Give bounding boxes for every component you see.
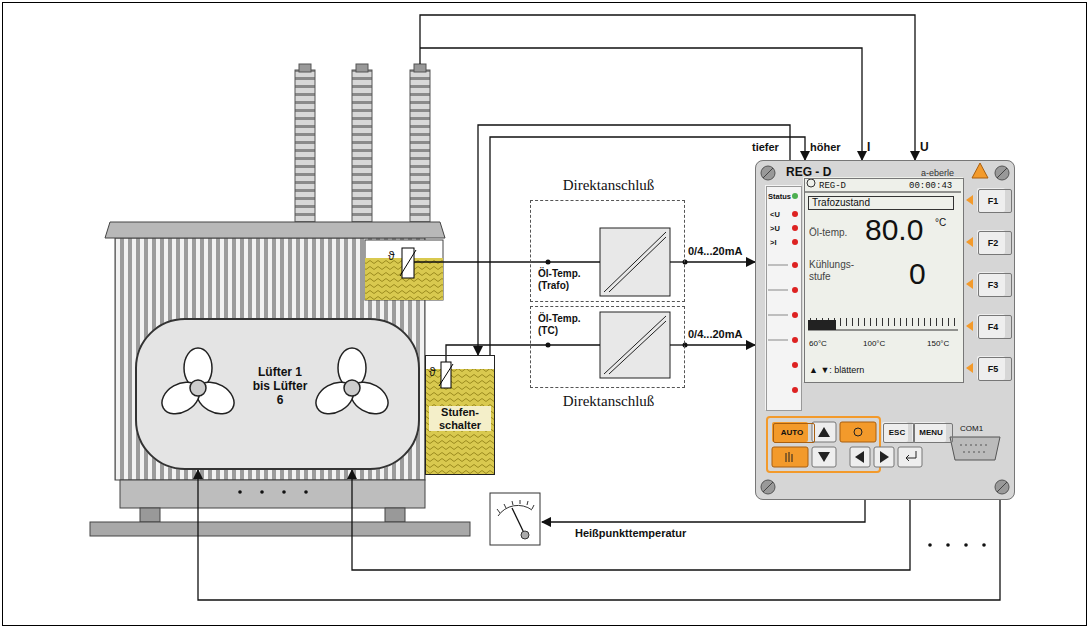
escape-key: ESC [883, 423, 915, 443]
node-text: F2 [979, 238, 1007, 248]
node-text: Status [768, 193, 791, 202]
transformer [90, 64, 495, 536]
frame [3, 3, 1087, 626]
connector-label: tiefer [752, 141, 779, 154]
node-text: 100°C [863, 339, 885, 348]
node-text: Öl-temp. [809, 227, 847, 239]
node-text: F5 [979, 364, 1007, 374]
node-text: >U [770, 225, 780, 234]
menu-key: MENU [913, 423, 953, 443]
signal-connector [352, 470, 910, 570]
regulator-device: REG - Da-eberleREG-D00:00:43Trafozustand… [755, 160, 1015, 500]
node-text: Stufen- schalter [429, 406, 491, 431]
signal-connector [685, 344, 755, 345]
node-text: a-eberle [921, 168, 954, 178]
annotation-label: COM1 [960, 424, 983, 433]
node-text: 80.0 [865, 213, 923, 248]
node-text: ESC [884, 428, 910, 437]
node-text: ▲ ▼: blättern [809, 365, 864, 375]
connector-label: 0/4...20mA [688, 328, 742, 341]
node-text: <U [770, 211, 780, 220]
annotation-label: I [867, 141, 870, 155]
function-key: F1 [978, 189, 1012, 213]
signal-connector [490, 137, 805, 355]
node-text: Lüfter 1 bis Lüfter 6 [251, 366, 309, 407]
node-text: Direktanschluß [531, 393, 686, 410]
function-key: F4 [978, 315, 1012, 339]
device-housing [755, 160, 1015, 500]
fan-band: Lüfter 1 bis Lüfter 6 [135, 318, 420, 470]
node-text: Kühlungs- stufe [809, 259, 867, 282]
annotation-label: ϑ [429, 366, 436, 380]
connector-label: höher [810, 141, 841, 154]
auto-key: AUTO [773, 423, 815, 443]
node-text: MENU [914, 428, 948, 437]
transducers [600, 228, 670, 378]
node-text: F3 [979, 280, 1007, 290]
node-text: F4 [979, 322, 1007, 332]
meter [490, 493, 540, 545]
node-text: 0 [909, 257, 926, 292]
annotation-label: U [920, 141, 929, 155]
node-text: F1 [979, 196, 1007, 206]
function-key: F2 [978, 231, 1012, 255]
node-text: Trafozustand [808, 196, 954, 210]
annotation-label: Öl-Temp. (Trafo) [538, 268, 600, 291]
node-text: Direktanschluß [531, 177, 686, 194]
annotation-label: Öl-Temp. (TC) [538, 313, 600, 336]
function-key: F3 [978, 273, 1012, 297]
node-text: >I [770, 239, 776, 248]
lcd-display: REG-D 00:00:43TrafozustandÖl-temp. 80.0 °C K… [804, 178, 964, 383]
connector-label: 0/4...20mA [688, 245, 742, 258]
node-text: REG-D [819, 181, 846, 191]
signal-connector [478, 125, 790, 355]
signal-connector [685, 261, 755, 262]
node-text: AUTO [774, 428, 810, 437]
annotation-label: ϑ [388, 250, 395, 264]
node-text: 60°C [809, 339, 827, 348]
node-text: °C [935, 217, 946, 229]
status-panel: Status <U >U >I [766, 186, 802, 411]
signal-connector [198, 470, 1000, 600]
node-text: 150°C [927, 339, 949, 348]
function-key: F5 [978, 357, 1012, 381]
node-text: 00:00:43 [909, 181, 952, 191]
annotation-label: Heißpunkttemperatur [575, 527, 686, 540]
